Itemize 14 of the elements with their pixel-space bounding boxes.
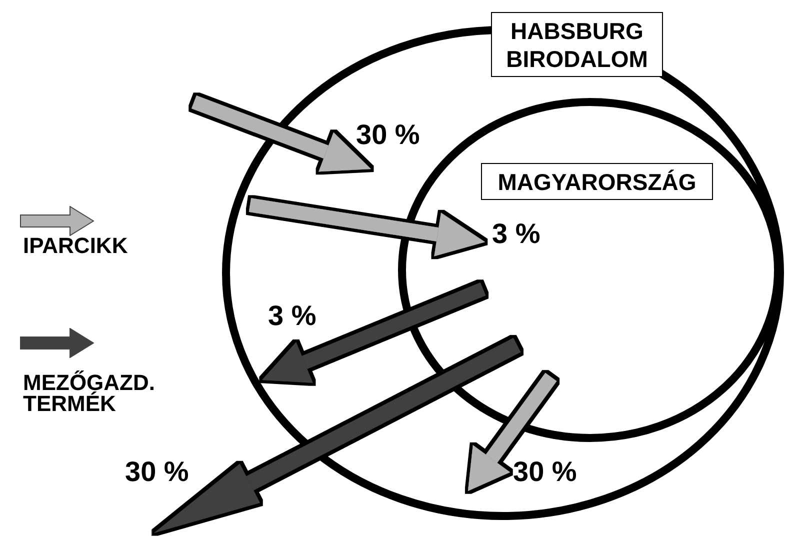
region-label: HABSBURG BIRODALOM bbox=[491, 12, 663, 77]
edge-label: 3 % bbox=[492, 218, 540, 250]
edge-label: 30 % bbox=[356, 119, 420, 151]
arrow bbox=[154, 338, 521, 533]
region-label: MAGYARORSZÁG bbox=[481, 163, 713, 200]
edge-label: 30 % bbox=[513, 456, 577, 488]
arrow bbox=[248, 198, 486, 256]
arrow bbox=[468, 372, 557, 492]
legend-label: IPARCIKK bbox=[23, 235, 129, 256]
arrow bbox=[192, 95, 371, 172]
legend-label: MEZŐGAZD. TERMÉK bbox=[23, 372, 156, 414]
arrow bbox=[262, 282, 486, 383]
edge-label: 3 % bbox=[268, 300, 316, 332]
edge-label: 30 % bbox=[125, 456, 189, 488]
